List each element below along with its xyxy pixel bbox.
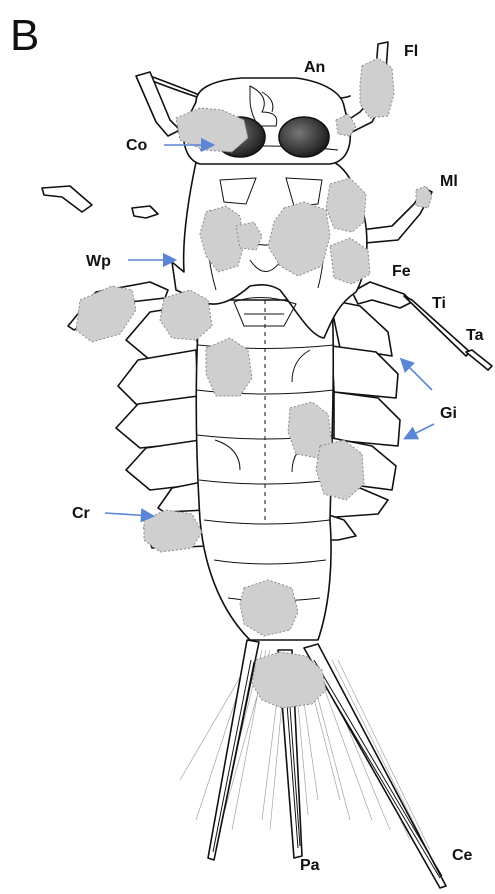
label-midleg: Ml xyxy=(440,173,458,190)
label-tibia: Ti xyxy=(432,295,446,312)
label-wingpad: Wp xyxy=(86,253,111,270)
left-foreleg xyxy=(136,72,180,136)
panel-label: B xyxy=(10,11,39,60)
label-femur: Fe xyxy=(392,263,411,280)
label-tarsus: Ta xyxy=(466,327,484,344)
arrow-gi-lower xyxy=(406,424,434,438)
right-cercus xyxy=(304,644,446,888)
label-gills: Gi xyxy=(440,405,457,422)
right-compound-eye xyxy=(279,117,329,157)
hindleg-tarsus xyxy=(466,350,492,370)
arrow-gi-upper xyxy=(402,360,432,390)
hindleg-femur xyxy=(352,282,412,308)
label-foreleg: Fl xyxy=(404,43,418,60)
arrow-cr xyxy=(105,513,152,516)
label-compound-eye: Co xyxy=(126,137,148,154)
detached-fragment xyxy=(132,206,158,218)
label-paracercus: Pa xyxy=(300,857,320,874)
label-antenna: An xyxy=(304,59,325,76)
label-coxa-region: Cr xyxy=(72,505,90,522)
detached-fragment xyxy=(42,186,92,212)
label-cercus: Ce xyxy=(452,847,473,864)
